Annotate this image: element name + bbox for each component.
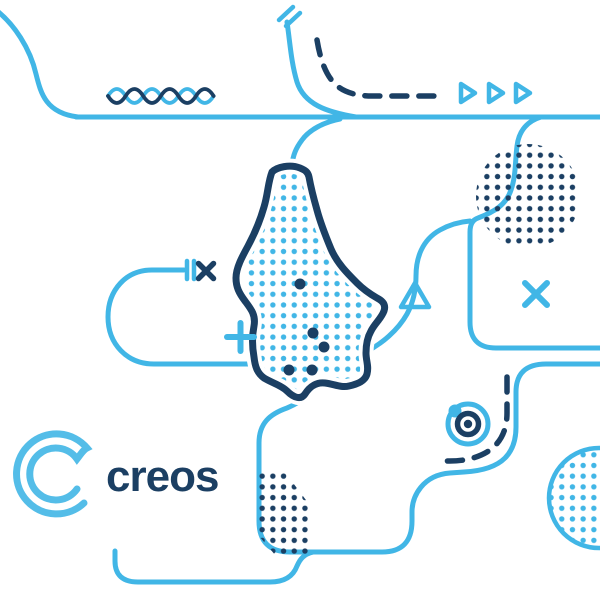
play-triangle-icon: [458, 81, 478, 105]
branch-to-map-curve: [289, 116, 343, 168]
dots-wedge-bottom: [259, 471, 312, 556]
skip-marks-icon: [276, 4, 303, 29]
bottom-left-stub-path: [112, 548, 316, 585]
dashed-curve-top: [314, 37, 447, 99]
dotted-circle-bottom-right: [546, 445, 600, 551]
u-turn-path: [105, 267, 258, 367]
map-marker: [294, 278, 306, 290]
helix-wave-navy: [106, 87, 216, 105]
x-mark-blue-icon: [522, 280, 550, 308]
brand-name: creos: [106, 452, 218, 501]
creos-logo: creos: [13, 430, 219, 518]
luxembourg-outline: [232, 162, 389, 402]
top-left-curve: [0, 10, 81, 120]
dashed-curve-bottom: [435, 374, 510, 464]
map-marker: [318, 341, 330, 353]
up-arrow-icon: [398, 280, 432, 310]
map-markers: [283, 278, 330, 376]
lower-network-path: [256, 361, 600, 555]
target-icon: [445, 401, 491, 447]
play-triangles: [458, 81, 533, 105]
top-vertical-curve: [284, 19, 359, 120]
arrow-arc-path: [361, 218, 473, 356]
map-marker: [306, 364, 318, 376]
dotted-circle-top-right: [476, 144, 580, 248]
dna-helix-icon: [106, 87, 216, 105]
play-triangle-icon: [486, 81, 506, 105]
logo-c-icon: [13, 430, 93, 518]
map-marker: [283, 364, 295, 376]
luxembourg-dot-fill: [236, 166, 385, 398]
plus-icon: [224, 320, 257, 354]
play-triangle-icon: [513, 81, 533, 105]
map-marker: [307, 327, 319, 339]
x-mark-navy-icon: [195, 260, 217, 282]
pause-bars-icon: [184, 258, 197, 282]
luxembourg-map: [228, 158, 393, 406]
